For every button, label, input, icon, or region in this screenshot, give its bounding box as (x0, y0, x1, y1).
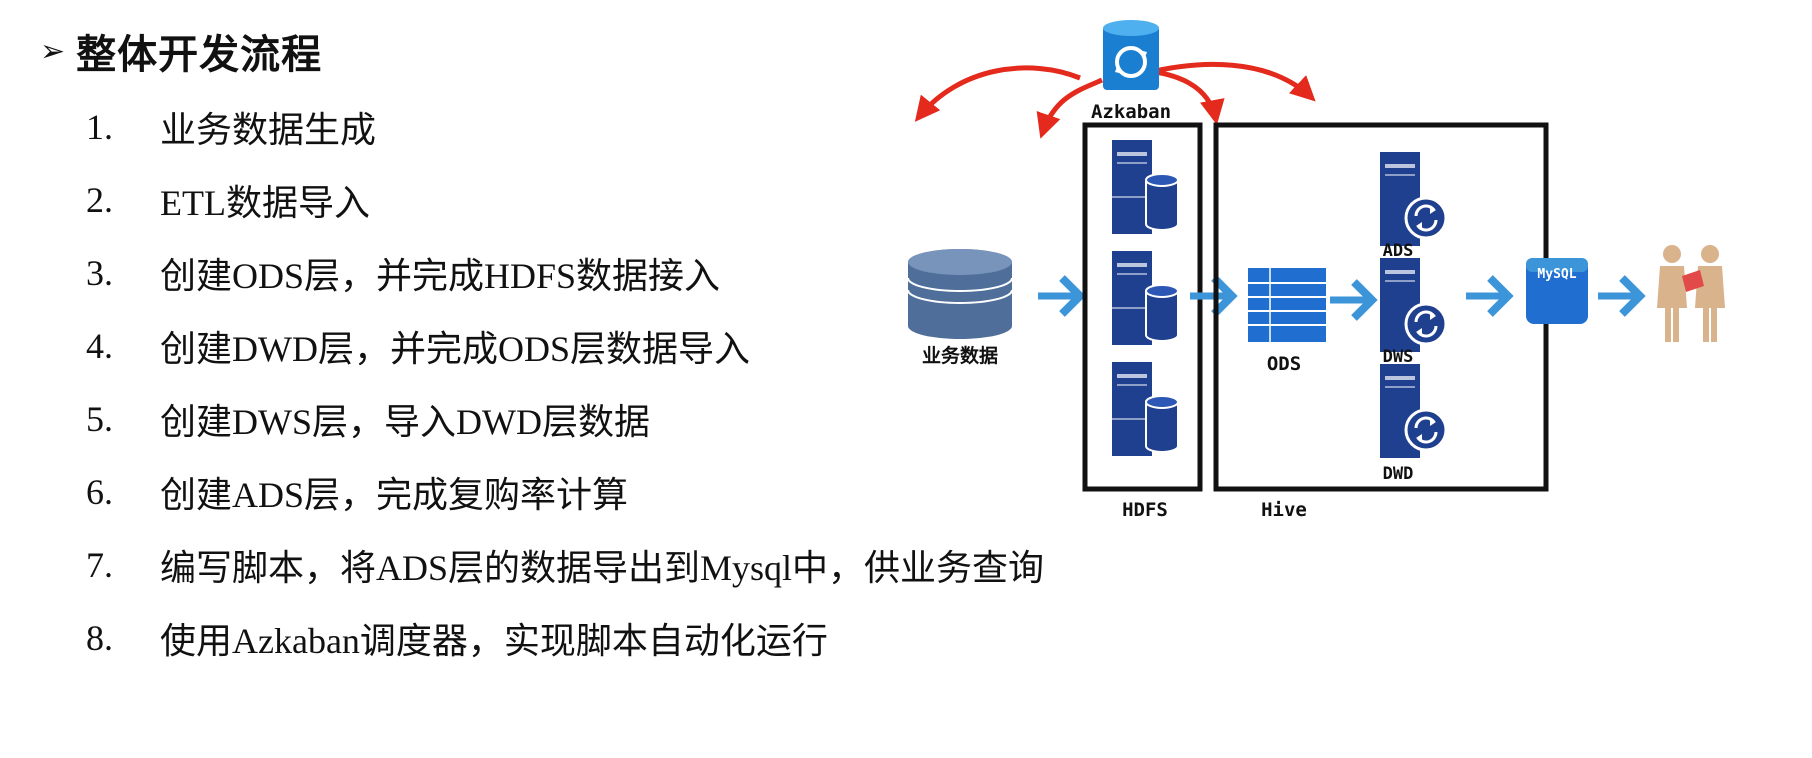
flow-arrow-icon (1330, 282, 1372, 318)
hdfs-server-icon (1111, 139, 1179, 235)
list-item: 8. 使用Azkaban调度器，实现脚本自动化运行 (86, 601, 1044, 674)
list-item: 6. 创建ADS层，完成复购率计算 (86, 455, 1044, 528)
step-number: 6. (86, 471, 113, 512)
list-item: 1. 业务数据生成 (86, 90, 1044, 163)
step-number: 4. (86, 325, 113, 366)
list-item: 2. ETL数据导入 (86, 163, 1044, 236)
step-text: 创建DWD层，并完成ODS层数据导入 (160, 328, 750, 369)
hive-label: Hive (1261, 499, 1307, 521)
ads-server-icon (1378, 150, 1448, 248)
step-number: 8. (86, 617, 113, 658)
step-number: 1. (86, 106, 113, 147)
dws-server-icon (1378, 256, 1448, 354)
step-text: 创建ADS层，完成复购率计算 (160, 474, 629, 515)
mysql-icon (1526, 258, 1588, 324)
heading-title: 整体开发流程 (76, 32, 323, 78)
azkaban-icon (1103, 20, 1159, 90)
hdfs-server-icon (1111, 250, 1179, 346)
step-text: 编写脚本，将ADS层的数据导出到Mysql中，供业务查询 (160, 547, 1045, 588)
dws-label: DWS (1383, 347, 1414, 367)
step-text: 创建ODS层，并完成HDFS数据接入 (160, 255, 721, 296)
hdfs-server-icon (1111, 361, 1179, 457)
step-list: 1.业务数据生成 2.ETL数据导入 3.创建ODS层，并完成HDFS数据接入 … (86, 90, 1044, 674)
step-text: ETL数据导入 (160, 182, 370, 223)
pipeline-diagram: Azkaban 业务数据 HDFS Hive ODS ADS DWS DWD M… (907, 20, 1725, 521)
dwd-label: DWD (1383, 464, 1414, 484)
flow-arrow-icon (1466, 278, 1508, 314)
flow-arrow-icon (1190, 278, 1232, 314)
schedule-arrow-mysql (1134, 62, 1316, 102)
flow-arrow-icon (1598, 278, 1640, 314)
list-item: 7. 编写脚本，将ADS层的数据导出到Mysql中，供业务查询 (86, 528, 1044, 601)
step-number: 3. (86, 252, 113, 293)
azkaban-label: Azkaban (1091, 101, 1171, 123)
step-number: 7. (86, 544, 113, 585)
source-label: 业务数据 (922, 344, 998, 367)
step-text: 业务数据生成 (160, 109, 377, 150)
arrow-bullet-icon: ➢ (40, 33, 67, 69)
ods-label: ODS (1267, 353, 1301, 375)
step-number: 5. (86, 398, 113, 439)
business-users-icon (1657, 245, 1725, 342)
schedule-arrow-hdfs (914, 65, 1081, 122)
source-database-icon (907, 249, 1013, 339)
ods-table-icon (1248, 268, 1326, 342)
hdfs-label: HDFS (1122, 499, 1168, 521)
step-text: 使用Azkaban调度器，实现脚本自动化运行 (160, 620, 828, 661)
ads-label: ADS (1383, 241, 1414, 261)
list-item: 4. 创建DWD层，并完成ODS层数据导入 (86, 309, 1044, 382)
step-text: 创建DWS层，导入DWD层数据 (160, 401, 650, 442)
hdfs-box (1082, 122, 1203, 492)
schedule-arrow-hive (1036, 77, 1104, 139)
mysql-label: MySQL (1537, 267, 1576, 282)
flow-arrow-icon (1038, 278, 1080, 314)
section-heading: ➢ 整体开发流程 (40, 22, 322, 80)
list-item: 3. 创建ODS层，并完成HDFS数据接入 (86, 236, 1044, 309)
dwd-server-icon (1378, 362, 1448, 460)
step-number: 2. (86, 179, 113, 220)
list-item: 5. 创建DWS层，导入DWD层数据 (86, 382, 1044, 455)
